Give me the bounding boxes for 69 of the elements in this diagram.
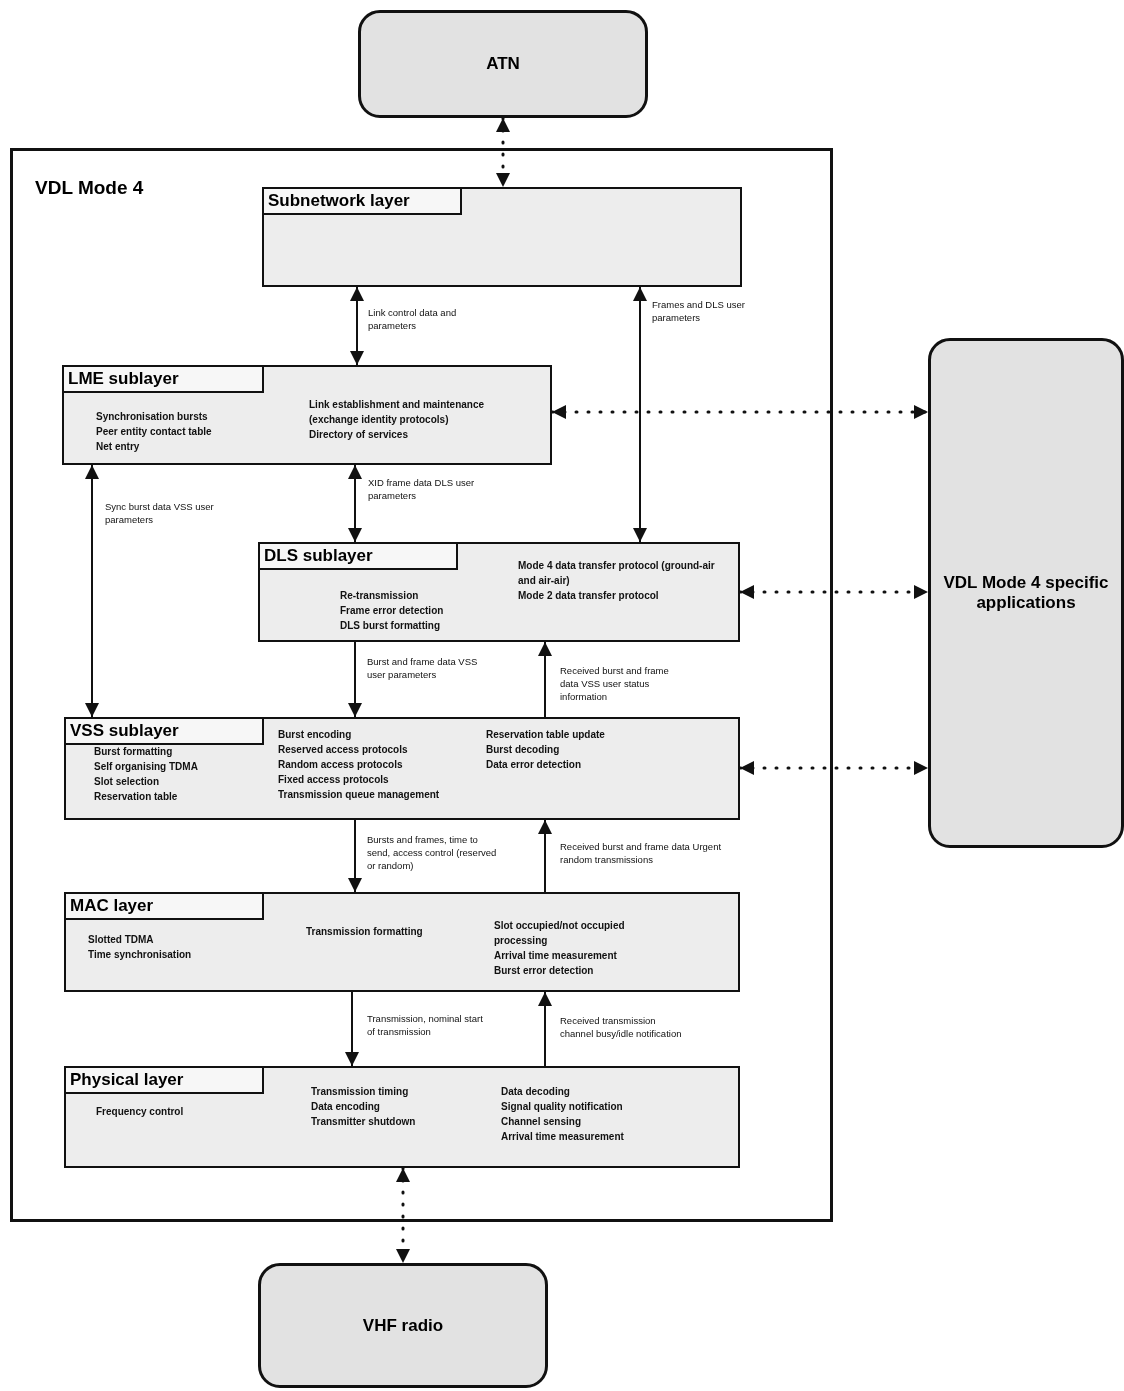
function-item: Time synchronisation [88,948,193,962]
boundary-title: VDL Mode 4 [35,177,144,199]
function-item: Fixed access protocols [278,773,390,787]
layer-title: Subnetwork layer [264,189,462,215]
function-item: Channel sensing [501,1115,582,1129]
function-item: Data decoding [501,1085,571,1099]
function-item: Slot selection [94,775,160,789]
layer-box [62,365,552,465]
function-item: Transmission formatting [306,925,424,939]
function-item: Slotted TDMA [88,933,155,947]
function-item: Transmission queue management [278,788,441,802]
function-item: Signal quality notification [501,1100,624,1114]
arrow [350,286,364,366]
function-item: DLS burst formatting [340,619,441,633]
radio-box [258,1263,548,1388]
layer-title: VSS sublayer [66,719,264,745]
arrow [348,819,362,893]
function-item: Frame error detection [340,604,445,618]
arrow [538,641,552,718]
function-item: Slot occupied/not occupied processing [494,919,626,948]
function-item: Directory of services [309,428,409,442]
dotted-arrow [496,116,510,189]
function-item: Mode 2 data transfer protocol [518,589,660,603]
function-item: Link establishment and maintenance (exchange identity protocols) [309,398,486,427]
function-item: Burst decoding [486,743,561,757]
function-item: Random access protocols [278,758,404,772]
arrow [85,464,99,718]
layer-title: DLS sublayer [260,544,458,570]
box-title: VDL Mode 4 specific applications [942,572,1110,614]
system-boundary-box [10,148,833,1222]
arrow [538,819,552,893]
arrow [348,641,362,718]
network-box [358,10,648,118]
layer-box [64,892,740,992]
layer-box [64,717,740,820]
function-item: Transmission timing [311,1085,410,1099]
function-item: Burst formatting [94,745,174,759]
function-item: Transmitter shutdown [311,1115,417,1129]
layer-box [262,187,742,287]
application-box [928,338,1124,848]
function-item: Burst error detection [494,964,595,978]
function-item: Peer entity contact table [96,425,213,439]
function-item: Reservation table [94,790,179,804]
box-title: VHF radio [361,1314,445,1337]
function-item: Synchronisation bursts [96,410,209,424]
layer-title: Physical layer [66,1068,264,1094]
function-item: Arrival time measurement [494,949,618,963]
function-item: Reserved access protocols [278,743,409,757]
layer-title: LME sublayer [64,367,264,393]
function-item: Data encoding [311,1100,381,1114]
arrow [348,464,362,543]
function-item: Self organising TDMA [94,760,199,774]
arrow [633,286,647,543]
dotted-arrow [396,1166,410,1265]
box-title: ATN [485,53,521,75]
function-item: Arrival time measurement [501,1130,625,1144]
function-item: Net entry [96,440,141,454]
layer-box [258,542,740,642]
function-item: Frequency control [96,1105,185,1119]
function-item: Mode 4 data transfer protocol (ground-air and air-air) [518,559,716,588]
function-item: Reservation table update [486,728,606,742]
function-item: Re-transmission [340,589,420,603]
layer-title: MAC layer [66,894,264,920]
arrow [538,991,552,1067]
edge-label: Bursts and frames, time to send, access control (reserved or random) [367,833,497,872]
function-item: Data error detection [486,758,583,772]
function-item: Burst encoding [278,728,353,742]
layer-box [64,1066,740,1168]
arrow [345,991,359,1067]
